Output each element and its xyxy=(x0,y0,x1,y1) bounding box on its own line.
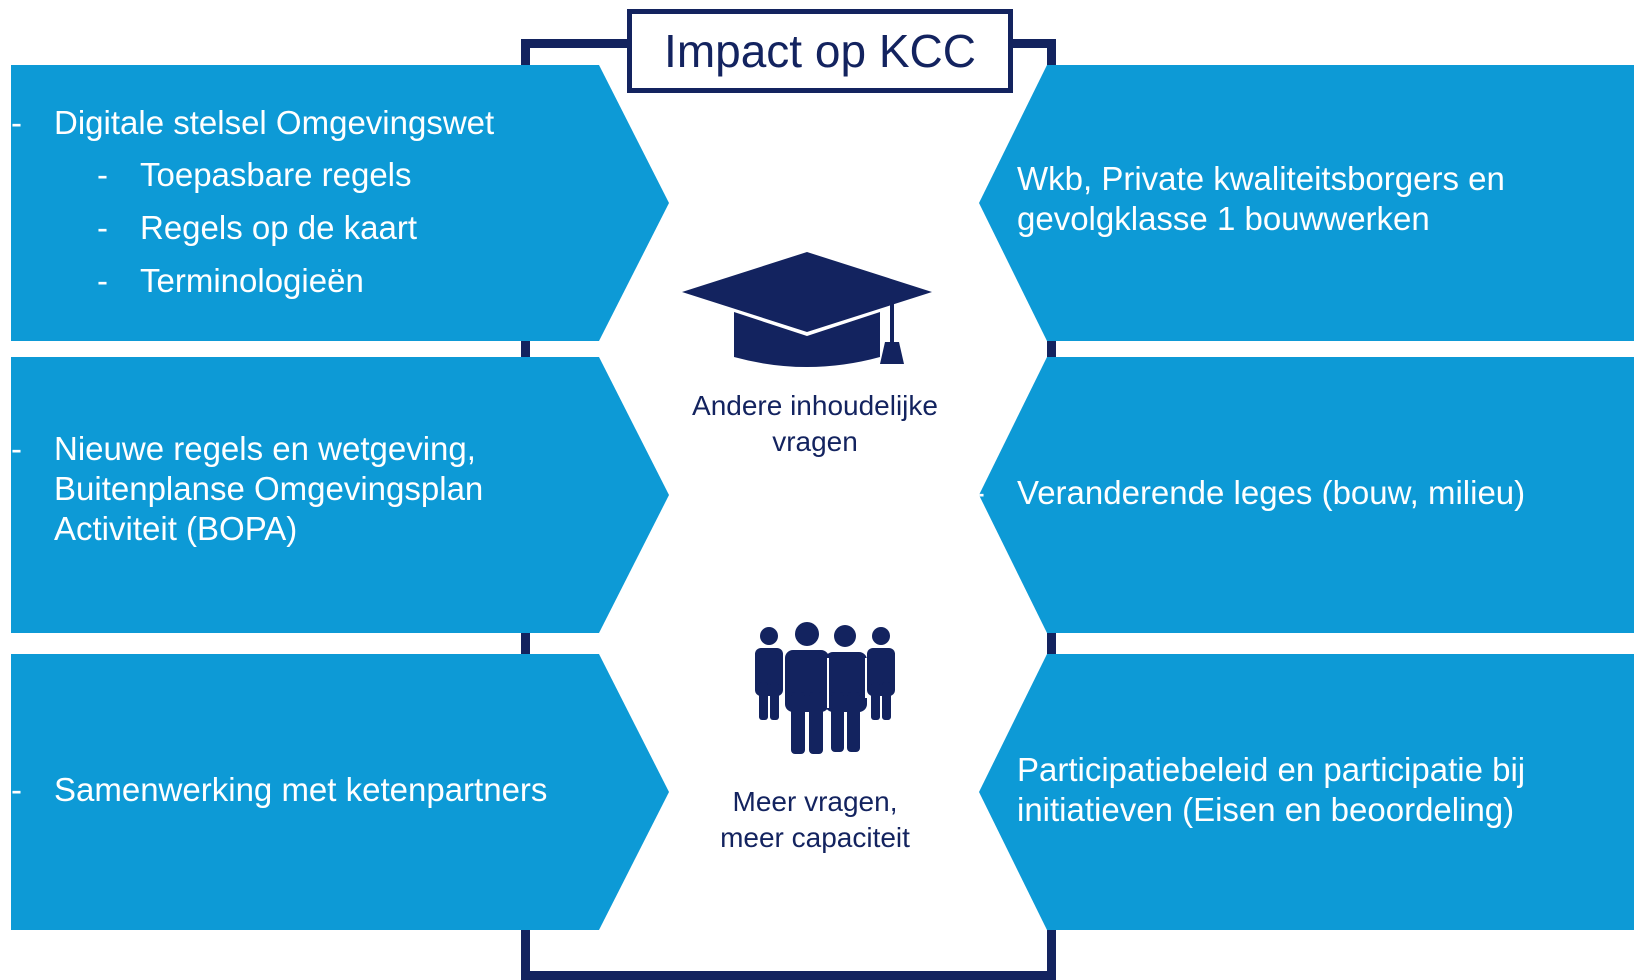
bullet-dash: - xyxy=(97,209,108,246)
bullet-dash: - xyxy=(97,156,108,193)
frame-bottom xyxy=(521,971,1056,980)
panel-right-3: - Participatiebeleid en participatie bij… xyxy=(979,654,1634,930)
bullet-dash: - xyxy=(974,160,985,197)
bullet-dash: - xyxy=(974,751,985,788)
bullet-dash: - xyxy=(97,262,108,299)
panel-right-1: - Wkb, Private kwaliteitsborgers en gevo… xyxy=(979,65,1634,341)
bullet-dash: - xyxy=(974,474,985,511)
bullet-dash: - xyxy=(11,771,22,808)
bullet-dash: - xyxy=(11,104,22,141)
item-text: Veranderende leges (bouw, milieu) xyxy=(1017,474,1526,511)
panel-left-1: - Digitale stelsel Omgevingswet - Toepas… xyxy=(11,65,669,341)
panel-left-3: - Samenwerking met ketenpartners xyxy=(11,654,669,930)
frame-top-right xyxy=(1010,39,1056,48)
graduation-cap-icon xyxy=(682,252,932,367)
center-label-bottom-line1: Meer vragen, xyxy=(732,786,898,817)
item-text: Nieuwe regels en wetgeving, Buitenplanse… xyxy=(54,430,484,547)
panel-right-2: - Veranderende leges (bouw, milieu) xyxy=(979,357,1634,633)
item-text: Regels op de kaart xyxy=(140,209,418,246)
item-text: Wkb, Private kwaliteitsborgers en gevolg… xyxy=(1017,160,1505,237)
item-text: Toepasbare regels xyxy=(140,156,412,193)
panel-left-2: - Nieuwe regels en wetgeving, Buitenplan… xyxy=(11,357,669,633)
center-label-bottom-line2: meer capaciteit xyxy=(720,822,910,853)
center-label-top-line2: vragen xyxy=(772,426,858,457)
center-label-bottom: Meer vragen, meer capaciteit xyxy=(660,784,970,856)
center-label-top-line1: Andere inhoudelijke xyxy=(692,390,938,421)
center-label-top: Andere inhoudelijke vragen xyxy=(660,388,970,460)
item-text: Terminologieën xyxy=(140,262,364,299)
people-group-icon xyxy=(755,622,895,754)
item-text: Samenwerking met ketenpartners xyxy=(54,771,548,808)
bullet-dash: - xyxy=(11,430,22,467)
item-text: Digitale stelsel Omgevingswet xyxy=(54,104,495,141)
frame-top-left xyxy=(521,39,631,48)
item-text: Participatiebeleid en participatie bij i… xyxy=(1017,751,1526,828)
diagram-title: Impact op KCC xyxy=(627,9,1013,93)
